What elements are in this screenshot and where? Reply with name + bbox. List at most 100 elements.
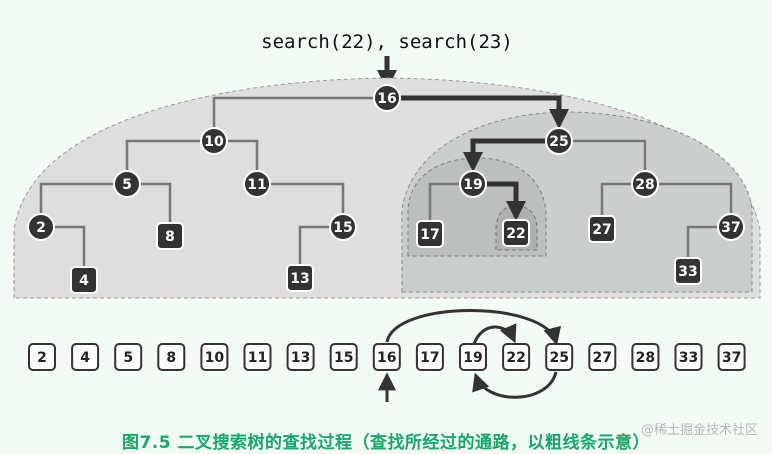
node-27-shape [588,215,616,243]
seq-item-27-label: 27 [593,350,612,366]
figure-caption: 图7.5 二叉搜索树的查找过程（查找所经过的通路，以粗线条示意） [121,433,651,453]
node-10-shape [200,127,228,155]
seq-item-37: 37 [717,343,746,371]
node-28-label: 28 [635,177,654,193]
seq-item-5-box [114,343,143,371]
seq-item-27: 27 [588,343,617,371]
node-8-shape [156,222,184,250]
seq-item-11: 11 [243,343,272,371]
node-4: 4 [70,266,98,294]
node-8: 8 [156,222,184,250]
seq-item-8-label: 8 [166,350,176,366]
seq-item-10-label: 10 [205,350,225,366]
edge-15-13 [298,225,343,278]
seq-item-19-box [459,343,487,371]
node-15-shape [329,213,357,241]
node-22: 22 [502,219,530,247]
seq-arrow-16-to-25 [385,309,562,346]
node-16: 16 [373,84,401,112]
watermark: @稀土掘金技术社区 [640,423,758,438]
node-27-label: 27 [592,222,611,238]
seq-arrow-19-to-22 [472,323,517,345]
seq-item-16: 16 [372,343,401,371]
node-5-shape [113,170,141,198]
node-19-shape [459,170,487,198]
seq-item-2-box [28,343,56,371]
node-4-label: 4 [79,273,89,289]
seq-item-11-box [243,343,272,371]
seq-arrow-25-to-19 [472,371,558,399]
node-2: 2 [27,213,55,241]
node-16-shape [373,84,401,112]
node-19: 19 [459,170,487,198]
diagram-title: search(22), search(23) [261,31,513,53]
edge-37-33 [686,225,731,271]
node-22-label: 22 [506,226,525,242]
node-13-label: 13 [290,271,309,287]
node-11: 11 [243,170,271,198]
seq-item-33: 33 [674,343,703,371]
seq-item-19: 19 [459,343,487,371]
node-33: 33 [674,257,702,285]
seq-item-28-box [631,343,660,371]
search-edge-19-22 [473,181,526,221]
search-edge-16-25 [387,95,569,129]
seq-item-2-label: 2 [37,350,47,366]
seq-item-15-box [329,343,358,371]
seq-item-5: 5 [114,343,143,371]
seq-item-37-label: 37 [722,350,741,366]
node-25-shape [545,127,573,155]
node-25: 25 [545,127,573,155]
node-17: 17 [416,220,444,248]
node-33-label: 33 [678,264,697,280]
node-10-label: 10 [204,134,224,150]
seq-item-25-label: 25 [549,350,568,366]
edge-16-10 [212,96,387,141]
seq-item-22: 22 [502,343,531,371]
seq-item-8: 8 [157,343,186,371]
seq-item-19-label: 19 [463,350,482,366]
node-2-shape [27,213,55,241]
edge-2-4 [41,225,86,280]
node-5: 5 [113,170,141,198]
node-4-shape [70,266,98,294]
node-25-label: 25 [549,134,568,150]
edge-10-11 [214,139,259,184]
node-37: 37 [717,213,745,241]
seq-item-22-box [502,343,531,371]
node-11-shape [243,170,271,198]
node-2-label: 2 [36,220,46,236]
node-17-shape [416,220,444,248]
seq-item-13-box [286,343,315,371]
seq-item-33-label: 33 [679,350,698,366]
seq-item-10-box [200,343,229,371]
seq-item-16-label: 16 [377,350,396,366]
edge-11-15 [257,182,345,227]
seq-item-4-box [71,343,100,371]
node-22-shape [502,219,530,247]
seq-item-17-label: 17 [420,350,439,366]
edge-25-28 [559,139,647,184]
edge-5-2 [39,182,127,227]
node-19-label: 19 [463,177,482,193]
seq-item-5-label: 5 [123,350,133,366]
seq-item-2: 2 [28,343,56,371]
seq-item-15-label: 15 [334,350,353,366]
node-13-shape [286,264,314,292]
edge-10-5 [125,139,214,184]
seq-item-33-box [674,343,703,371]
seq-item-8-box [157,343,186,371]
seq-item-10: 10 [200,343,229,371]
seq-item-16-box [372,343,401,371]
edge-28-27 [600,182,645,229]
seq-item-17-box [415,343,444,371]
seq-item-22-label: 22 [506,350,525,366]
seq-item-28-label: 28 [636,350,655,366]
seq-item-27-box [588,343,617,371]
node-5-label: 5 [122,177,132,193]
node-37-shape [717,213,745,241]
node-15: 15 [329,213,357,241]
node-13: 13 [286,264,314,292]
node-15-label: 15 [333,220,352,236]
